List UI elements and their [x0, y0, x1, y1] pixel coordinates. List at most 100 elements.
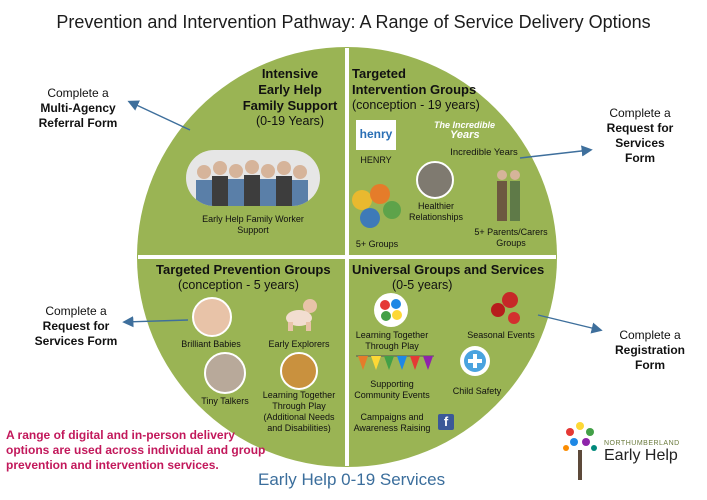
label-line: Early Explorers	[268, 339, 330, 349]
arrow-bottom-left	[122, 316, 189, 328]
item-label: Learning Together Through Play	[350, 330, 434, 352]
incredible-years-logo: The Incredible Years	[434, 120, 518, 141]
label-line: Through Play	[272, 401, 326, 411]
crawling-baby-photo	[282, 296, 322, 332]
delivery-note: A range of digital and in-person deliver…	[6, 428, 266, 472]
item-label: Seasonal Events	[458, 330, 544, 341]
label-line: (Additional Needs	[263, 412, 335, 422]
logo-small-text: NORTHUMBERLAND	[604, 440, 680, 447]
group-photo	[186, 150, 320, 206]
handprints-icon	[374, 293, 408, 327]
label-line: Child Safety	[452, 386, 502, 396]
arrow-top-left	[127, 100, 191, 131]
label-line: Relationships	[408, 212, 464, 222]
item-label: Tiny Talkers	[190, 396, 260, 407]
children-group-photo	[350, 180, 402, 232]
facebook-icon[interactable]: f	[438, 414, 454, 430]
label-line: Community Events	[354, 390, 430, 400]
toddler-photo	[204, 352, 246, 394]
heading-sub: (0-19 Years)	[255, 114, 325, 128]
tree-logo	[562, 420, 598, 482]
heading-line: Universal Groups and Services	[352, 262, 545, 277]
logo-text-line: The Incredible	[434, 120, 496, 130]
label-line: Campaigns and	[360, 412, 424, 422]
bunting-icon	[356, 354, 434, 374]
side-label-bold: Services	[615, 136, 665, 150]
side-label-bottom-left: Complete a Request for Services Form	[24, 304, 128, 349]
item-label: Early Explorers	[262, 339, 336, 350]
heading-line: Targeted Prevention Groups	[156, 262, 331, 277]
side-label-bottom-right: Complete a Registration Form	[600, 328, 700, 373]
page-title: Prevention and Intervention Pathway: A R…	[56, 12, 651, 32]
item-label: Supporting Community Events	[348, 379, 436, 401]
label-line: Support	[237, 225, 269, 235]
item-label: Healthier Relationships	[400, 201, 472, 223]
couple-photo	[416, 161, 454, 199]
quadrant-heading-bottom-left: Targeted Prevention Groups (conception -…	[156, 262, 341, 293]
side-label-line: Complete a	[45, 304, 107, 318]
item-label: Campaigns and Awareness Raising	[350, 412, 434, 434]
side-label-line: Complete a	[47, 86, 109, 100]
heading-sub: (0-5 years)	[392, 278, 453, 292]
label-line: Brilliant Babies	[181, 339, 241, 349]
side-label-bold: Multi-Agency	[40, 101, 116, 115]
side-label-bold: Request for	[42, 319, 110, 333]
label-line: Supporting	[370, 379, 414, 389]
safety-icon	[460, 346, 490, 376]
item-label: Early Help Family Worker Support	[190, 214, 316, 236]
arrow-top-right	[519, 145, 593, 159]
henry-logo-text: henry	[359, 127, 393, 141]
label-line: Seasonal Events	[467, 330, 535, 340]
heading-line: Early Help	[258, 82, 322, 97]
label-line: Groups	[496, 238, 526, 248]
side-label-line: Complete a	[609, 106, 671, 120]
item-label: Brilliant Babies	[174, 339, 248, 350]
label-line: Awareness Raising	[353, 423, 431, 433]
heading-sub: (conception - 19 years)	[352, 98, 480, 112]
heading-sub: (conception - 5 years)	[178, 278, 299, 292]
side-label-bold: Form	[625, 151, 655, 165]
heading-line: Targeted	[352, 66, 406, 81]
item-label: 5+ Parents/Carers Groups	[470, 227, 552, 249]
label-line: HENRY	[360, 155, 392, 165]
side-label-bold: Registration	[614, 343, 685, 357]
heading-line: Intervention Groups	[352, 82, 477, 97]
side-label-bold: Request for	[606, 121, 674, 135]
side-label-bold: Services Form	[34, 334, 118, 348]
early-help-logo: NORTHUMBERLAND Early Help	[604, 440, 704, 465]
side-label-line: Complete a	[619, 328, 681, 342]
label-line: Learning Together	[355, 330, 429, 340]
baby-photo	[192, 297, 232, 337]
item-label: 5+ Groups	[350, 239, 404, 250]
side-label-top-right: Complete a Request for Services Form	[590, 106, 690, 166]
label-line: Through Play	[365, 341, 419, 351]
label-line: Incredible Years	[450, 147, 518, 158]
henry-logo: henry	[356, 120, 396, 150]
item-label: HENRY	[352, 155, 400, 166]
side-label-top-left: Complete a Multi-Agency Referral Form	[28, 86, 128, 131]
heading-line: Family Support	[242, 98, 338, 113]
label-line: Early Help Family Worker	[202, 214, 304, 224]
item-label: Incredible Years	[444, 147, 524, 158]
logo-big-text: Early Help	[604, 447, 678, 464]
child-photo	[280, 352, 318, 390]
label-line: Healthier	[417, 201, 455, 211]
heading-line: Intensive	[261, 66, 319, 81]
label-line: 5+ Parents/Carers	[474, 227, 548, 237]
side-label-bold: Referral Form	[38, 116, 118, 130]
item-label: Child Safety	[440, 386, 514, 397]
parents-photo	[492, 168, 524, 222]
item-label: Learning Together Through Play (Addition…	[254, 390, 344, 434]
arrow-bottom-right	[537, 314, 603, 334]
quadrant-heading-top-right: Targeted Intervention Groups (conception…	[352, 66, 542, 113]
quadrant-heading-top-left: Intensive Early Help Family Support (0-1…	[240, 66, 340, 129]
label-line: Tiny Talkers	[201, 396, 249, 406]
footer-title: Early Help 0-19 Services	[258, 470, 446, 489]
side-label-bold: Form	[635, 358, 665, 372]
label-line: and Disabilities)	[267, 423, 331, 433]
baubles-icon	[488, 288, 524, 328]
label-line: Learning Together	[262, 390, 336, 400]
logo-text-line: Years	[450, 129, 480, 141]
label-line: 5+ Groups	[355, 239, 399, 249]
